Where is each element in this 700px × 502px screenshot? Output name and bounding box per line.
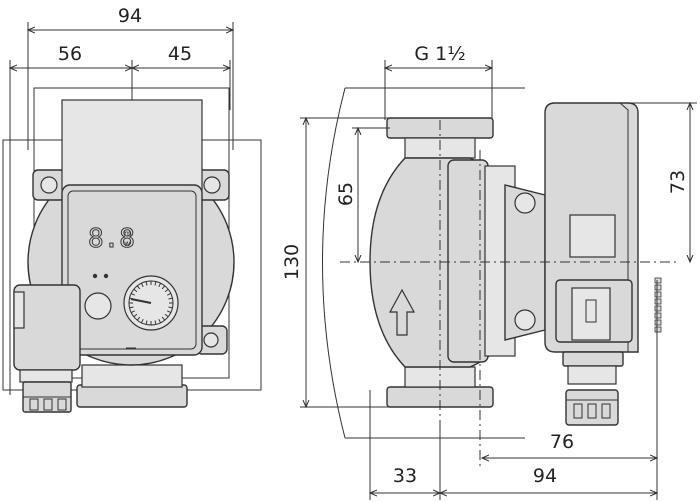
dial-tick (145, 320, 148, 325)
dial-tick (133, 288, 138, 293)
dim-split-width: 56 45 (10, 43, 230, 395)
dial-tick (133, 313, 138, 318)
dial-tick (130, 293, 135, 296)
dial-tick (164, 313, 169, 318)
cooling-rib (654, 291, 662, 298)
dial-tick (161, 285, 166, 290)
dial-tick (130, 310, 135, 313)
dim-label-33: 33 (393, 465, 417, 487)
dial-tick (167, 293, 172, 296)
dial-tick (161, 316, 166, 321)
side-envelope (322, 87, 525, 439)
dial-tick (129, 306, 134, 309)
indicator-led-left (92, 273, 98, 279)
control-panel (61, 184, 203, 356)
dim-label-73: 73 (667, 170, 689, 194)
display-unit-w: w (124, 239, 131, 248)
module-recess (569, 214, 616, 258)
dim-label-76: 76 (550, 431, 574, 453)
dim-label-130: 130 (281, 244, 303, 280)
control-panel-inner (67, 190, 197, 350)
display-unit-m: m (124, 229, 132, 238)
mount-lug-bottom-right (196, 325, 228, 355)
front-bottom-flange (76, 384, 188, 408)
cooling-rib (654, 326, 662, 333)
front-bottom-neck (81, 364, 183, 388)
dim-overall-height: 130 (281, 118, 390, 407)
dim-label-94-side: 94 (533, 465, 557, 487)
led-display: 8.8 m w (88, 224, 136, 255)
control-knob[interactable] (123, 275, 179, 331)
flow-direction-arrow (388, 288, 416, 336)
dial-tick (141, 319, 144, 324)
dial-tick (154, 320, 157, 325)
cooling-rib (654, 312, 662, 319)
dim-label-65: 65 (335, 182, 357, 206)
terminal-box (555, 279, 633, 343)
dim-label-56: 56 (58, 43, 82, 65)
display-digits: 8.8 (88, 224, 135, 254)
dial-tick (168, 297, 173, 300)
side-cable-gland (562, 351, 624, 426)
dial-tick (158, 319, 161, 324)
dim-overall-width: 94 (28, 5, 233, 150)
cooling-rib (654, 305, 662, 312)
side-view: G 1½ (281, 43, 697, 500)
dim-motor-height: 73 (630, 103, 697, 262)
dial-tick (168, 306, 173, 309)
cooling-rib (654, 319, 662, 326)
operating-button[interactable] (84, 292, 112, 320)
indicator-led-right (103, 273, 109, 279)
cooling-ribs (654, 277, 662, 333)
electronics-housing-top (61, 99, 203, 191)
motor-flange-plate (447, 159, 489, 363)
dim-depth-bottom: 33 94 (370, 390, 657, 500)
dim-motor-depth: 76 (482, 280, 657, 500)
dial-tick (145, 281, 148, 286)
dim-connection-thread: G 1½ (385, 43, 492, 120)
dial-tick (136, 285, 141, 290)
dim-port-to-axis: 65 (335, 128, 390, 262)
dial-tick (154, 281, 157, 286)
dial-tick (164, 288, 169, 293)
dial-tick (136, 316, 141, 321)
dial-tick (158, 282, 161, 287)
dim-label-g: G 1½ (414, 43, 465, 65)
cable-gland (13, 284, 81, 413)
front-view: 94 56 45 (2, 5, 262, 413)
cooling-rib (654, 284, 662, 291)
dim-label-45: 45 (168, 43, 192, 65)
mount-lug-top-right (196, 169, 230, 201)
dial-tick (141, 282, 144, 287)
bolt-top (514, 192, 536, 214)
dim-label-94: 94 (118, 5, 142, 27)
cooling-rib (654, 298, 662, 305)
mount-lug-top-left (32, 169, 66, 201)
dial-tick (167, 310, 172, 313)
bolt-bottom (514, 309, 536, 331)
cooling-rib (654, 277, 662, 284)
